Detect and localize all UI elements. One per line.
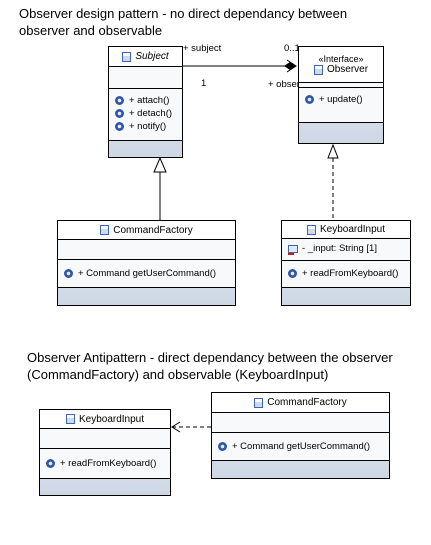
interface-stereotype: «Interface» [318, 54, 364, 64]
method-label: + readFromKeyboard() [60, 458, 157, 469]
generalization-triangle [153, 156, 167, 173]
anti-keyboard-input-attributes [40, 429, 170, 449]
method-row[interactable]: + attach() [109, 94, 182, 107]
keyboard-input-attributes: - _input: String [1] [282, 239, 410, 261]
observer-name: Observer [326, 64, 369, 75]
method-icon [115, 109, 124, 118]
association-arrowhead [286, 59, 297, 73]
observer-header: «Interface» Observer [299, 47, 383, 83]
method-label: + Command getUserCommand() [232, 441, 371, 452]
observer-operations: + update() [299, 88, 383, 123]
anti-keyboard-input-header: KeyboardInput [40, 410, 170, 429]
anti-command-factory-operations: + Command getUserCommand() [212, 433, 389, 461]
subject-class[interactable]: Subject + attach() + detach() + notify() [108, 46, 183, 158]
top-caption-line-2: observer and observable [19, 23, 163, 38]
realization-triangle [327, 143, 339, 159]
anti-command-factory-attributes [212, 413, 389, 433]
observer-multiplicity-label: 0..1 [284, 43, 300, 54]
method-row[interactable]: + readFromKeyboard() [282, 267, 410, 280]
method-icon [288, 269, 297, 278]
subject-attributes [109, 67, 182, 89]
method-icon [218, 442, 227, 451]
method-label: + notify() [129, 121, 167, 132]
anti-keyboard-input-name: KeyboardInput [78, 413, 145, 425]
observer-attributes [299, 83, 383, 88]
method-row[interactable]: + readFromKeyboard() [40, 457, 170, 470]
method-label: + detach() [129, 108, 173, 119]
method-icon [305, 95, 314, 104]
bottom-caption-line-2: (CommandFactory) and observable (Keyboar… [27, 367, 329, 382]
method-label: + update() [319, 94, 363, 105]
anti-command-factory-name: CommandFactory [267, 397, 347, 408]
keyboard-input-name: KeyboardInput [319, 224, 386, 235]
class-icon [306, 224, 316, 235]
keyboard-input-header: KeyboardInput [282, 221, 410, 239]
command-factory-class[interactable]: CommandFactory + Command getUserCommand(… [57, 220, 236, 306]
class-icon [122, 51, 132, 62]
top-caption-line-1: Observer design pattern - no direct depe… [19, 6, 348, 21]
command-factory-name: CommandFactory [113, 224, 193, 236]
method-row[interactable]: + update() [299, 93, 383, 106]
command-factory-header: CommandFactory [58, 221, 235, 240]
subject-multiplicity-label: 1 [201, 78, 207, 89]
method-icon [115, 96, 124, 105]
field-icon [288, 244, 298, 255]
method-icon [115, 122, 124, 131]
method-row[interactable]: + detach() [109, 107, 182, 120]
class-icon [100, 225, 110, 235]
keyboard-input-operations: + readFromKeyboard() [282, 261, 410, 288]
subject-operations: + attach() + detach() + notify() [109, 89, 182, 141]
bottom-caption-line-1: Observer Antipattern - direct dependancy… [27, 350, 393, 365]
method-row[interactable]: + Command getUserCommand() [212, 440, 389, 453]
association-diamond-end [284, 62, 296, 70]
field-label: - _input: String [1] [302, 243, 377, 254]
method-icon [46, 459, 55, 468]
command-factory-operations: + Command getUserCommand() [58, 260, 235, 288]
field-row[interactable]: - _input: String [1] [282, 242, 410, 255]
method-icon [64, 269, 73, 278]
subject-role-label: + subject [183, 43, 222, 54]
command-factory-attributes [58, 240, 235, 260]
subject-name: Subject [135, 51, 169, 62]
anti-command-factory-header: CommandFactory [212, 393, 389, 413]
anti-keyboard-input-class[interactable]: KeyboardInput + readFromKeyboard() [39, 409, 171, 496]
method-row[interactable]: + Command getUserCommand() [58, 267, 235, 280]
method-label: + Command getUserCommand() [78, 268, 217, 279]
method-label: + attach() [129, 95, 170, 106]
anti-keyboard-input-operations: + readFromKeyboard() [40, 449, 170, 479]
dependency-arrowhead [171, 421, 181, 433]
method-row[interactable]: + notify() [109, 120, 182, 133]
subject-header: Subject [109, 47, 182, 67]
anti-command-factory-class[interactable]: CommandFactory + Command getUserCommand(… [211, 392, 390, 479]
interface-icon [313, 64, 323, 75]
class-icon [254, 397, 264, 408]
observer-interface[interactable]: «Interface» Observer + update() [298, 46, 384, 144]
keyboard-input-class[interactable]: KeyboardInput - _input: String [1] + rea… [281, 220, 411, 306]
class-icon [65, 414, 75, 424]
method-label: + readFromKeyboard() [302, 268, 399, 279]
observer-role-label: + observer [268, 79, 314, 90]
